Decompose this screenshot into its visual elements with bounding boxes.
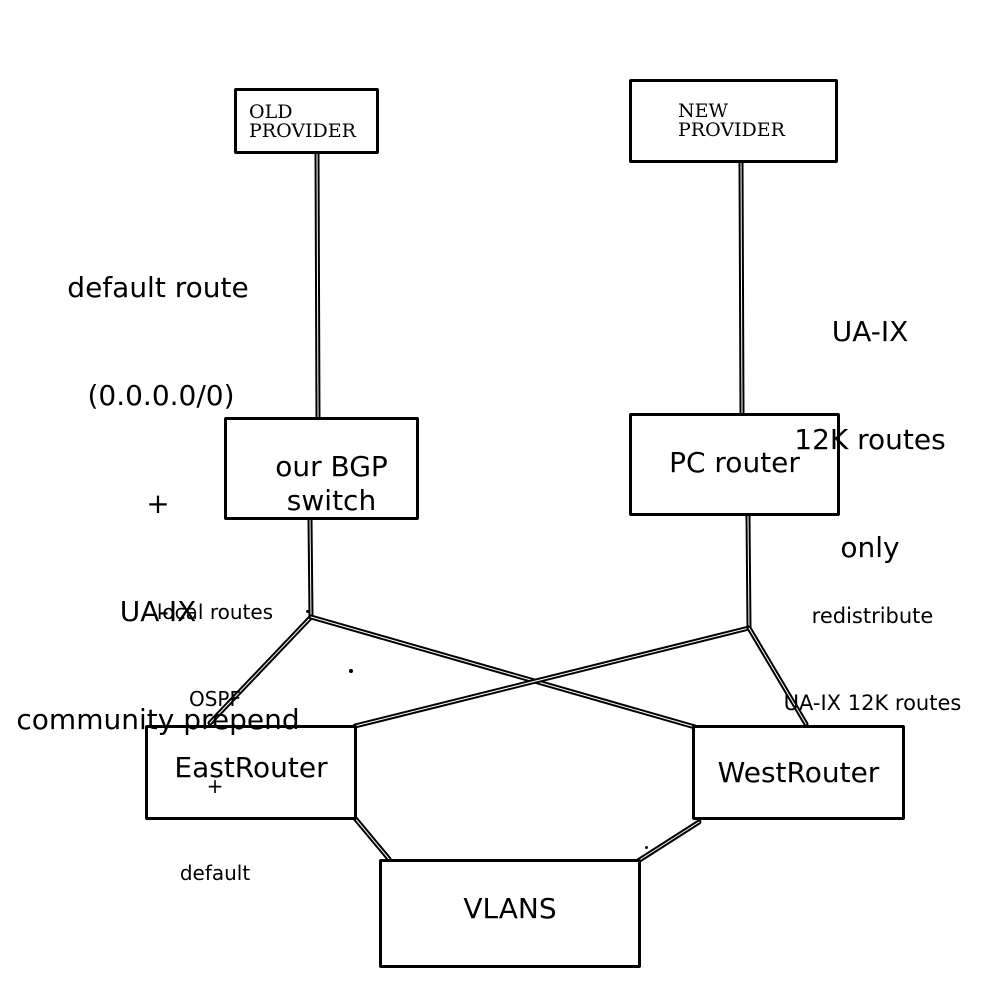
west-router-label: WestRouter (717, 755, 880, 789)
old-provider-line2: PROVIDER (249, 120, 356, 142)
annotation-line: + (146, 487, 170, 520)
node-pc-router[interactable]: PC router (629, 413, 840, 516)
vlans-label: VLANS (463, 891, 557, 925)
annotation-line: redistribute (811, 604, 934, 628)
node-vlans[interactable]: VLANS (379, 859, 641, 968)
bgp-switch-line1: our BGP (275, 450, 388, 483)
node-east-router[interactable]: EastRouter (145, 725, 357, 820)
annotation-old-provider-link: default route (0.0.0.0/0) + UA-IX commun… (0, 198, 316, 774)
annotation-new-provider-link: UA-IX 12K routes only (770, 242, 970, 602)
annotation-line: 12K routes (794, 423, 946, 456)
old-provider-line1: OLD (249, 101, 293, 123)
annotation-line: UA-IX (831, 315, 909, 348)
link-east-router-vlans (351, 814, 392, 862)
new-provider-line1: NEW (678, 100, 729, 122)
pc-router-label: PC router (669, 445, 800, 479)
link-junction-east-router (207, 614, 314, 726)
link-old-provider-bgp-switch (314, 149, 321, 423)
link-junction-west-router (308, 614, 698, 730)
east-router-label: EastRouter (174, 750, 328, 784)
annotation-line: OSPF (188, 687, 241, 711)
link-new-provider-pc-router (738, 159, 745, 417)
node-west-router[interactable]: WestRouter (692, 725, 905, 820)
node-bgp-switch[interactable]: our BGP switch (224, 417, 419, 520)
node-old-provider[interactable]: OLD PROVIDER (234, 88, 379, 154)
annotation-line: local routes (156, 600, 274, 624)
link-bgp-switch-junction (307, 516, 314, 620)
annotation-pc-router-down: redistribute UA-IX 12K routes (760, 544, 985, 747)
link-pc-junction-east-router (352, 625, 752, 729)
link-pc-router-junction (745, 513, 752, 631)
stray-dot (349, 669, 353, 673)
bgp-switch-line2: switch (286, 484, 377, 517)
annotation-line: + (206, 774, 224, 798)
stray-dot (645, 846, 648, 849)
link-west-router-vlans (635, 819, 702, 864)
annotation-line: default route (67, 271, 249, 304)
stray-dot (306, 610, 309, 613)
annotation-line: default (179, 861, 251, 885)
annotation-line: community prepend (16, 703, 300, 736)
new-provider-line2: PROVIDER (678, 119, 785, 141)
annotation-line: only (840, 531, 900, 564)
annotation-line: (0.0.0.0/0) (87, 379, 235, 412)
link-pc-junction-west-router (746, 625, 809, 727)
annotation-bgp-switch-down: local routes OSPF + default (130, 540, 300, 917)
node-new-provider[interactable]: NEW PROVIDER (629, 79, 838, 163)
annotation-line: UA-IX (119, 595, 197, 628)
annotation-line: UA-IX 12K routes (783, 691, 962, 715)
